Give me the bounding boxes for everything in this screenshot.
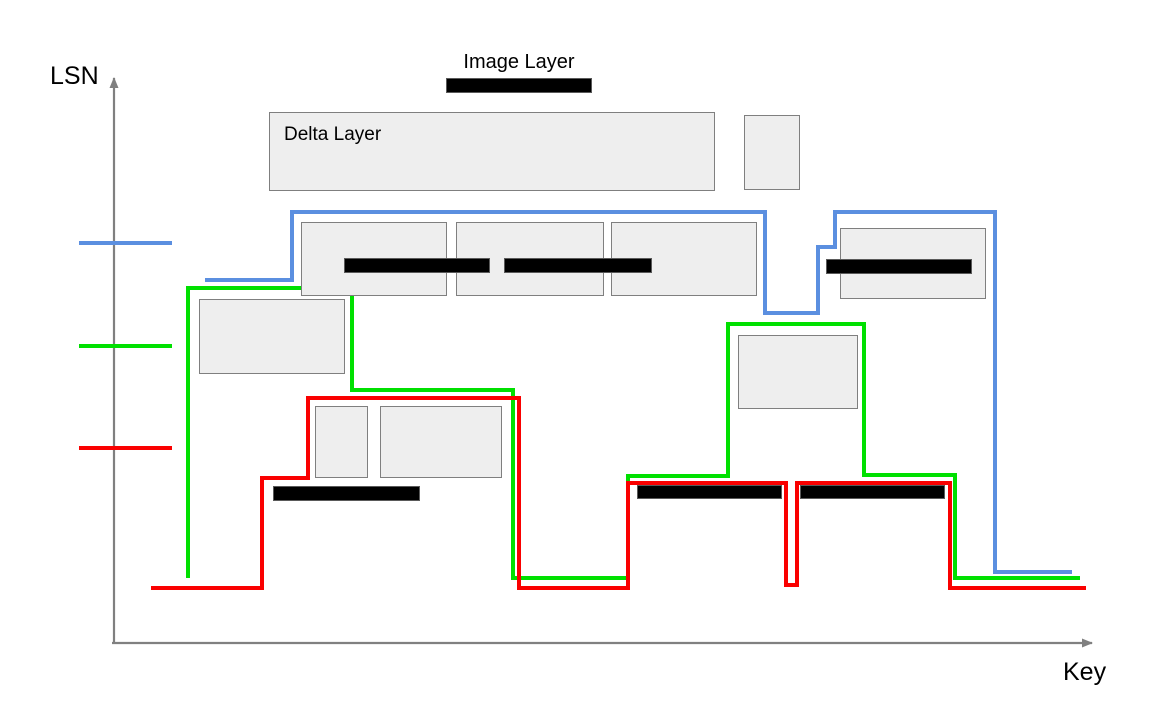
image-layer-bar-red-1 (273, 486, 420, 501)
delta-layer-green-left (199, 299, 345, 374)
blue-lsn-boundary (205, 210, 1072, 574)
green-lsn-boundary (186, 286, 1080, 580)
image-layer-bar-red-2 (637, 485, 782, 499)
delta-layer-red-1 (315, 406, 368, 478)
y-axis-tick-marks (79, 241, 172, 450)
image-layer-bar-red-3 (800, 485, 945, 499)
y-axis-label: LSN (50, 62, 99, 90)
red-lsn-boundary (151, 396, 1086, 590)
x-axis-label: Key (1063, 658, 1107, 686)
image-layer-bar-blue-3 (826, 259, 972, 274)
image-layer-bar-top (446, 78, 592, 93)
delta-layer-small-top-right (744, 115, 800, 190)
image-layer-bar-blue-2 (504, 258, 652, 273)
delta-layer-green-mid (738, 335, 858, 409)
image-layer-caption: Image Layer (463, 51, 575, 73)
delta-layer-main: Delta Layer (269, 112, 715, 191)
delta-layer-label: Delta Layer (284, 124, 382, 145)
delta-layer-red-2 (380, 406, 502, 478)
lsn-boundary-lines (151, 210, 1086, 590)
image-layer-bar-blue-1 (344, 258, 490, 273)
